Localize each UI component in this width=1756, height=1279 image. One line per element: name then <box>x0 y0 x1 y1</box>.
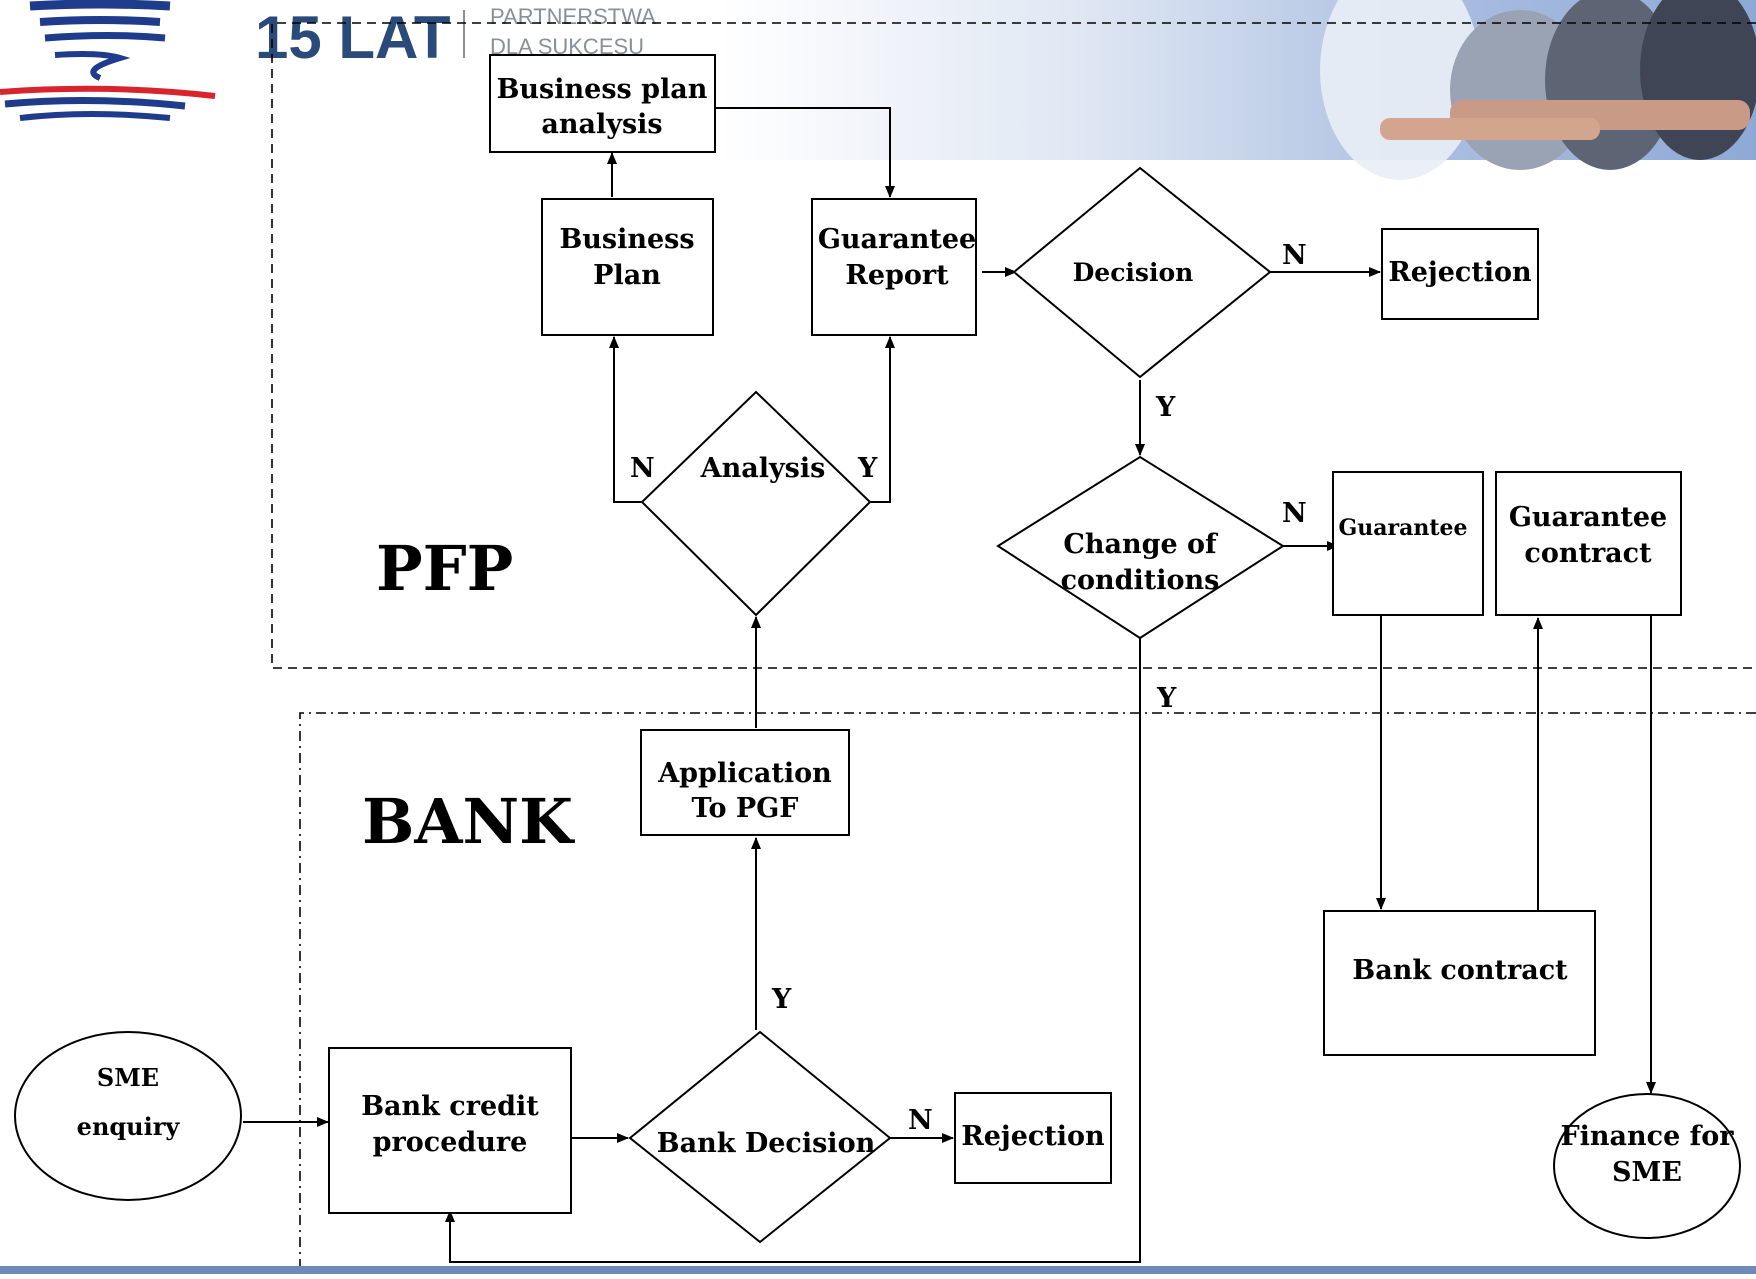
sme-enquiry-line-2: enquiry <box>77 1112 181 1141</box>
connectors <box>243 107 1656 1263</box>
application-to-pgf-line-2: To PGF <box>692 793 799 824</box>
rejection-top-label: Rejection <box>1388 257 1532 288</box>
logo-number: 15 LAT <box>255 4 451 71</box>
node-application-to-pgf: Application To PGF <box>640 729 850 836</box>
node-rejection-top: Rejection <box>1381 228 1539 320</box>
footer-strip <box>0 1266 1756 1274</box>
business-plan-line-1: Business <box>559 224 694 255</box>
node-bank-decision: Bank Decision <box>628 1030 892 1244</box>
bank-decision-label: Bank Decision <box>657 1128 876 1159</box>
edge-label-bank-decision-yes: Y <box>771 984 792 1015</box>
logo-mark <box>0 0 216 121</box>
node-sme-enquiry: SME enquiry <box>14 1031 242 1201</box>
guarantee-label: Guarantee <box>1338 515 1467 541</box>
pfp-region-label: PFP <box>376 532 513 605</box>
analysis-label: Analysis <box>700 453 826 484</box>
node-guarantee: Guarantee <box>1332 471 1484 616</box>
edge-labels: N Y N Y N Y Y N <box>630 240 1307 1136</box>
logo-line-1: PARTNERSTWA <box>490 4 656 29</box>
bank-region-label: BANK <box>362 785 575 858</box>
guarantee-report-line-2: Report <box>845 260 949 291</box>
connector-change-yes-to-bank-credit-procedure <box>445 638 1141 1263</box>
connector-plan-analysis-to-guarantee-report <box>715 107 895 198</box>
finance-for-sme-line-2: SME <box>1612 1157 1682 1188</box>
business-plan-analysis-line-2: analysis <box>541 109 662 140</box>
bank-contract-label: Bank contract <box>1352 955 1568 986</box>
node-analysis: Analysis <box>640 390 872 617</box>
business-plan-analysis-line-1: Business plan <box>497 74 708 105</box>
node-business-plan: Business Plan <box>541 198 714 336</box>
header-banner <box>720 0 1756 180</box>
node-guarantee-contract: Guarantee contract <box>1495 471 1682 616</box>
bank-credit-procedure-line-1: Bank credit <box>361 1091 539 1122</box>
business-plan-line-2: Plan <box>593 260 661 291</box>
edge-label-analysis-yes: Y <box>857 453 878 484</box>
guarantee-report-line-1: Guarantee <box>818 224 976 255</box>
decision-label: Decision <box>1073 258 1194 287</box>
connector-analysis-yes-to-guarantee-report <box>870 336 895 503</box>
connector-analysis-no-to-business-plan <box>609 336 642 503</box>
node-rejection-bottom: Rejection <box>954 1092 1112 1184</box>
change-of-conditions-line-2: conditions <box>1061 565 1220 596</box>
bank-region-border <box>299 712 1756 1274</box>
edge-label-decision-no: N <box>1282 240 1307 271</box>
edge-label-bank-decision-no: N <box>908 1105 933 1136</box>
sme-enquiry-line-1: SME <box>97 1063 159 1092</box>
node-finance-for-sme: Finance for SME <box>1553 1093 1741 1239</box>
bank-credit-procedure-line-2: procedure <box>373 1127 528 1158</box>
change-of-conditions-line-1: Change of <box>1063 529 1219 560</box>
edge-label-decision-yes: Y <box>1155 392 1176 423</box>
node-change-of-conditions: Change of conditions <box>996 455 1285 640</box>
node-guarantee-report: Guarantee Report <box>811 198 977 336</box>
application-to-pgf-line-1: Application <box>657 758 832 789</box>
pfp-region-border <box>271 22 1756 669</box>
finance-for-sme-line-1: Finance for <box>1560 1121 1734 1152</box>
node-bank-contract: Bank contract <box>1323 910 1596 1056</box>
rejection-bottom-label: Rejection <box>961 1121 1105 1152</box>
guarantee-contract-line-2: contract <box>1524 538 1652 569</box>
edge-label-change-no: N <box>1282 498 1307 529</box>
guarantee-contract-line-1: Guarantee <box>1509 502 1667 533</box>
node-bank-credit-procedure: Bank credit procedure <box>328 1047 572 1214</box>
edge-label-change-yes: Y <box>1156 683 1177 714</box>
node-decision: Decision <box>1012 166 1272 379</box>
edge-label-analysis-no: N <box>630 453 655 484</box>
banner-photo <box>1320 0 1756 180</box>
node-business-plan-analysis: Business plan analysis <box>489 54 716 153</box>
